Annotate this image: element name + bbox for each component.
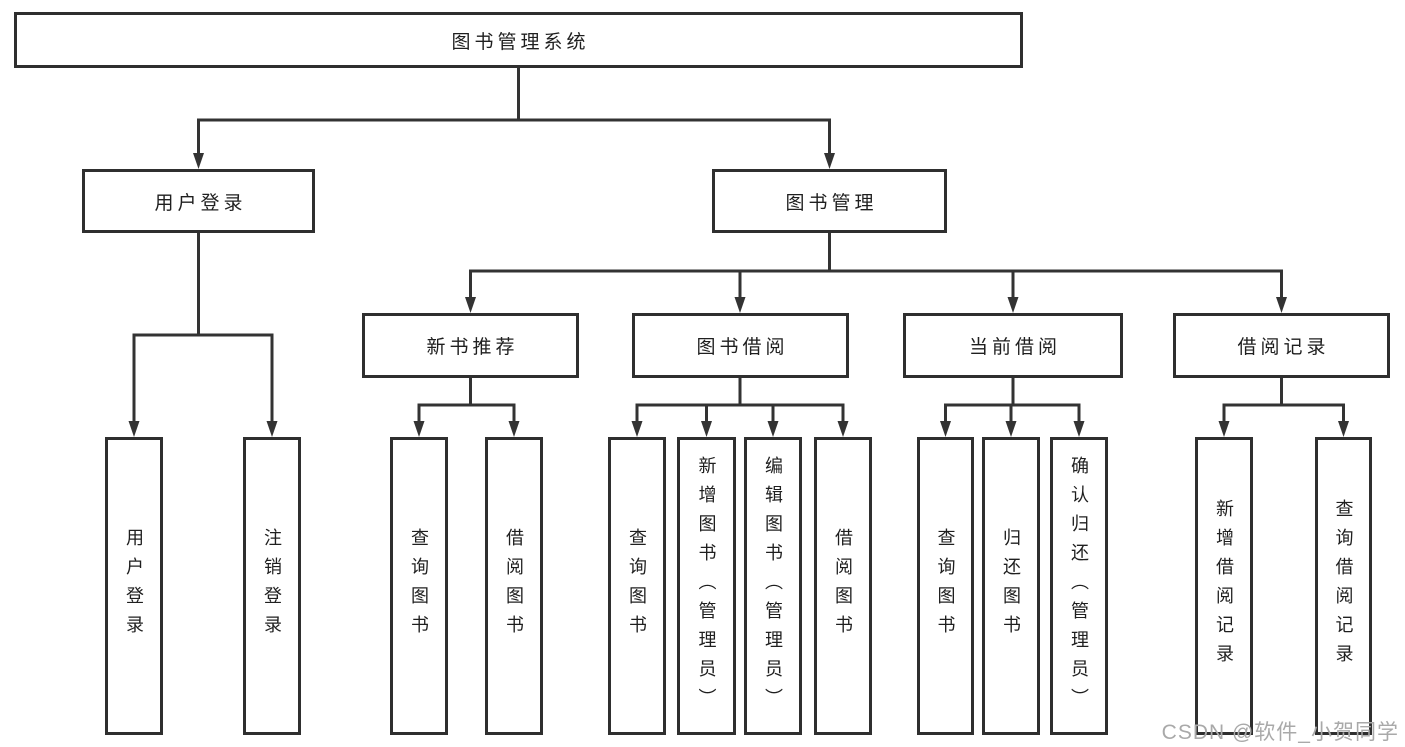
leaf-label: 借阅图书 (833, 528, 853, 644)
node-leaf-return-books: 归还图书 (982, 437, 1040, 735)
leaf-label: 查询借阅记录 (1333, 499, 1354, 673)
node-leaf-edit-books-admin: 编辑图书（管理员） (744, 437, 802, 735)
node-book-management-module: 图书管理 (712, 169, 947, 233)
leaf-label: 新增借阅记录 (1214, 499, 1234, 673)
node-user-login-module: 用户登录 (82, 169, 315, 233)
leaf-label: 编辑图书（管理员） (763, 455, 783, 717)
leaf-label: 新增图书（管理员） (696, 455, 717, 717)
node-borrowing-records: 借阅记录 (1173, 313, 1390, 378)
node-leaf-query-books-current: 查询图书 (917, 437, 974, 735)
leaf-label: 查询图书 (409, 528, 429, 644)
node-leaf-add-borrow-record: 新增借阅记录 (1195, 437, 1253, 735)
node-root-library-system: 图书管理系统 (14, 12, 1023, 68)
node-book-borrowing: 图书借阅 (632, 313, 849, 378)
leaf-label: 确认归还（管理员） (1069, 455, 1089, 717)
node-leaf-query-books-recommend: 查询图书 (390, 437, 448, 735)
node-leaf-add-books-admin: 新增图书（管理员） (677, 437, 736, 735)
node-new-book-recommendation: 新书推荐 (362, 313, 579, 378)
node-leaf-logout: 注销登录 (243, 437, 301, 735)
leaf-label: 归还图书 (1001, 528, 1021, 644)
leaf-label: 注销登录 (262, 528, 282, 644)
node-leaf-query-borrow-record: 查询借阅记录 (1315, 437, 1372, 735)
node-leaf-user-login: 用户登录 (105, 437, 163, 735)
node-leaf-borrow-books-recommend: 借阅图书 (485, 437, 543, 735)
leaf-label: 查询图书 (627, 528, 647, 644)
node-leaf-query-books-borrowing: 查询图书 (608, 437, 666, 735)
leaf-label: 借阅图书 (504, 528, 524, 644)
node-leaf-confirm-return-admin: 确认归还（管理员） (1050, 437, 1108, 735)
leaf-label: 查询图书 (935, 528, 956, 644)
leaf-label: 用户登录 (124, 528, 144, 644)
csdn-watermark: CSDN @软件_小贺同学 (1161, 721, 1399, 744)
node-leaf-borrow-books: 借阅图书 (814, 437, 872, 735)
node-current-borrowing: 当前借阅 (903, 313, 1123, 378)
